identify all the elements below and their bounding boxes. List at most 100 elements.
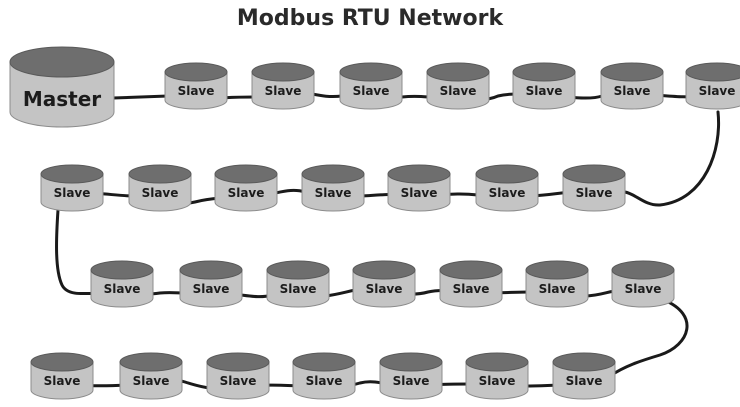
slave-cylinder-body bbox=[301, 173, 365, 212]
bus-wire bbox=[608, 298, 689, 378]
bus-wires bbox=[55, 90, 721, 391]
slave-cylinder-body bbox=[562, 173, 626, 212]
slave-node: Slave bbox=[206, 352, 270, 400]
slave-label: Slave bbox=[265, 84, 302, 98]
slave-label: Slave bbox=[366, 282, 403, 296]
slave-label: Slave bbox=[489, 186, 526, 200]
slave-cylinder-body bbox=[40, 173, 104, 212]
slave-cylinder-top bbox=[214, 164, 278, 184]
master-node: Master bbox=[9, 46, 115, 128]
slave-cylinder-body bbox=[266, 269, 330, 308]
slave-cylinder-top bbox=[164, 62, 228, 82]
slave-cylinder-top bbox=[426, 62, 490, 82]
slave-label: Slave bbox=[104, 282, 141, 296]
diagram-title: Modbus RTU Network bbox=[236, 6, 504, 31]
slave-cylinder-body bbox=[119, 361, 183, 400]
slave-cylinder-top bbox=[552, 352, 616, 372]
slave-label: Slave bbox=[220, 374, 257, 388]
slave-label: Slave bbox=[54, 186, 91, 200]
slave-cylinder-top bbox=[292, 352, 356, 372]
slave-label: Slave bbox=[539, 282, 576, 296]
slave-node: Slave bbox=[40, 164, 104, 212]
slave-node: Slave bbox=[119, 352, 183, 400]
slave-cylinder-top bbox=[525, 260, 589, 280]
slave-cylinder-top bbox=[562, 164, 626, 184]
slave-cylinder-body bbox=[465, 361, 529, 400]
slave-label: Slave bbox=[576, 186, 613, 200]
slave-node: Slave bbox=[352, 260, 416, 308]
slave-cylinder-top bbox=[339, 62, 403, 82]
slave-label: Slave bbox=[315, 186, 352, 200]
slave-cylinder-top bbox=[206, 352, 270, 372]
slave-cylinder-top bbox=[685, 62, 740, 82]
slave-node: Slave bbox=[179, 260, 243, 308]
slave-label: Slave bbox=[393, 374, 430, 388]
slave-cylinder-body bbox=[90, 269, 154, 308]
slave-label: Slave bbox=[479, 374, 516, 388]
slave-cylinder-body bbox=[439, 269, 503, 308]
slave-label: Slave bbox=[44, 374, 81, 388]
slave-cylinder-top bbox=[179, 260, 243, 280]
slave-label: Slave bbox=[178, 84, 215, 98]
slave-node: Slave bbox=[266, 260, 330, 308]
slave-node: Slave bbox=[164, 62, 228, 110]
slave-cylinder-body bbox=[611, 269, 675, 308]
slave-label: Slave bbox=[526, 84, 563, 98]
slave-node: Slave bbox=[30, 352, 94, 400]
slave-cylinder-top bbox=[379, 352, 443, 372]
slave-node: Slave bbox=[552, 352, 616, 400]
slave-label: Slave bbox=[133, 374, 170, 388]
slave-label: Slave bbox=[353, 84, 390, 98]
slave-node: Slave bbox=[251, 62, 315, 110]
slave-cylinder-top bbox=[266, 260, 330, 280]
bus-wire bbox=[55, 208, 100, 296]
slave-node: Slave bbox=[465, 352, 529, 400]
slave-cylinder-body bbox=[387, 173, 451, 212]
slave-node: Slave bbox=[611, 260, 675, 308]
slave-cylinder-top bbox=[387, 164, 451, 184]
bus-wire bbox=[623, 110, 721, 207]
slave-cylinder-body bbox=[525, 269, 589, 308]
slave-cylinder-body bbox=[128, 173, 192, 212]
slave-label: Slave bbox=[193, 282, 230, 296]
slave-node: Slave bbox=[387, 164, 451, 212]
slave-node: Slave bbox=[600, 62, 664, 110]
slave-node: Slave bbox=[214, 164, 278, 212]
slave-cylinder-top bbox=[90, 260, 154, 280]
slave-cylinder-body bbox=[206, 361, 270, 400]
slave-node: Slave bbox=[685, 62, 740, 110]
slave-node: Slave bbox=[426, 62, 490, 110]
slave-cylinder-body bbox=[164, 71, 228, 110]
slave-node: Slave bbox=[292, 352, 356, 400]
slave-node: Slave bbox=[439, 260, 503, 308]
slave-label: Slave bbox=[614, 84, 651, 98]
slave-cylinder-top bbox=[30, 352, 94, 372]
slave-cylinder-body bbox=[352, 269, 416, 308]
slave-label: Slave bbox=[228, 186, 265, 200]
slave-node: Slave bbox=[90, 260, 154, 308]
slave-cylinder-body bbox=[600, 71, 664, 110]
slave-cylinder-top bbox=[439, 260, 503, 280]
slave-label: Slave bbox=[401, 186, 438, 200]
slave-label: Slave bbox=[306, 374, 343, 388]
slave-cylinder-top bbox=[475, 164, 539, 184]
slave-cylinder-top bbox=[512, 62, 576, 82]
slave-label: Slave bbox=[280, 282, 317, 296]
slave-cylinder-body bbox=[30, 361, 94, 400]
slave-node: Slave bbox=[301, 164, 365, 212]
slave-node: Slave bbox=[562, 164, 626, 212]
slave-node: Slave bbox=[525, 260, 589, 308]
slave-label: Slave bbox=[699, 84, 736, 98]
slave-cylinder-top bbox=[600, 62, 664, 82]
slave-label: Slave bbox=[566, 374, 603, 388]
slave-cylinder-body bbox=[512, 71, 576, 110]
slave-cylinder-top bbox=[128, 164, 192, 184]
master-label: Master bbox=[23, 87, 101, 111]
slave-cylinder-body bbox=[214, 173, 278, 212]
slave-cylinder-body bbox=[685, 71, 740, 110]
slave-node: Slave bbox=[339, 62, 403, 110]
slave-label: Slave bbox=[453, 282, 490, 296]
slave-node: Slave bbox=[512, 62, 576, 110]
